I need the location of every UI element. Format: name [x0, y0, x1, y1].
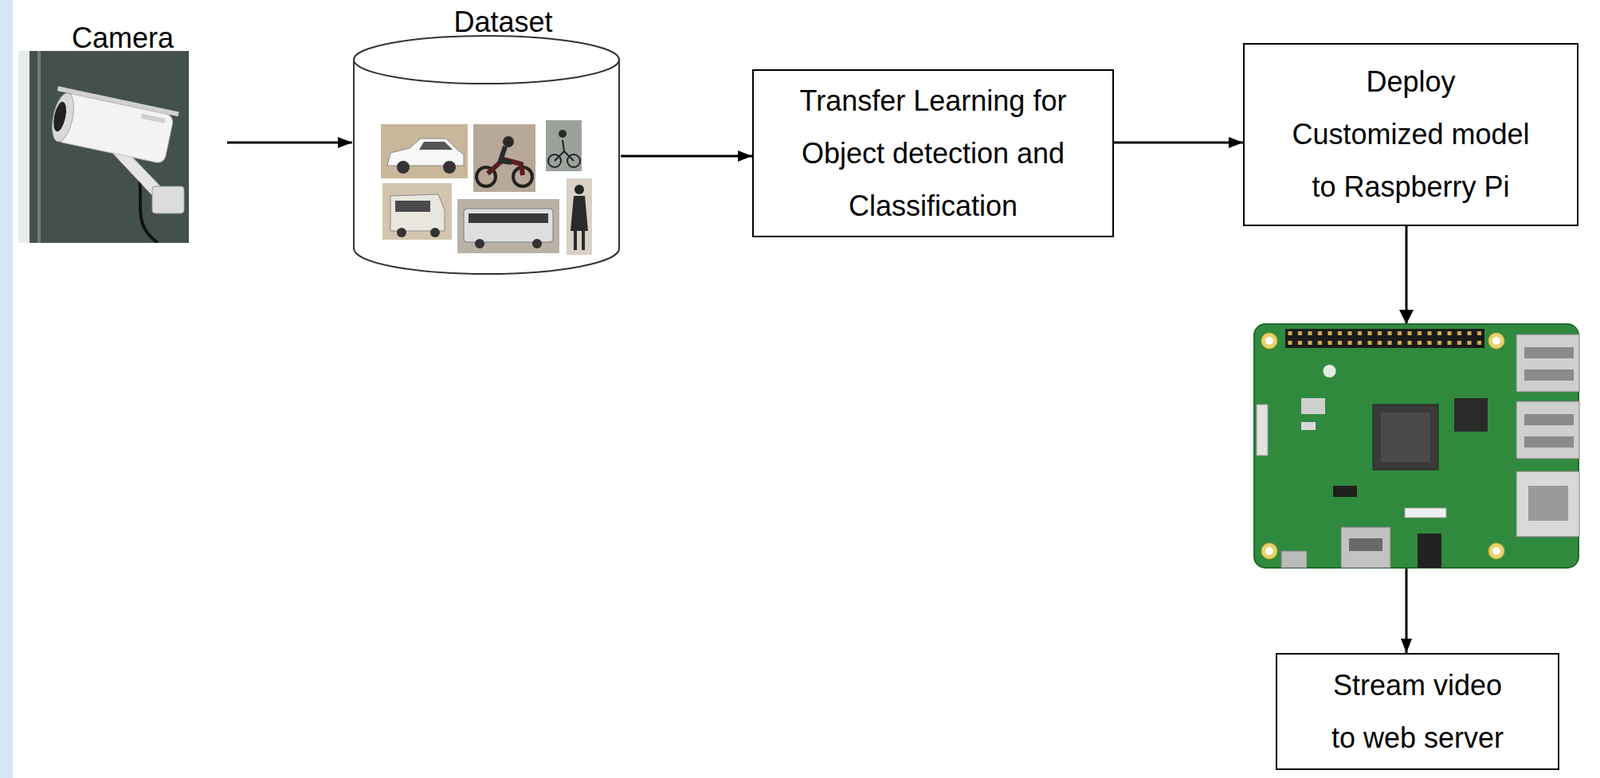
process-box: Deploy Customized model to Raspberry Pi	[1243, 43, 1579, 227]
raspberry-pi-board-part	[1492, 337, 1501, 346]
raspberry-pi-board-part	[1256, 404, 1268, 456]
car-photo-part	[419, 141, 453, 150]
bicycle-photo-part	[545, 120, 582, 172]
raspberry-pi-board-part	[1516, 471, 1580, 538]
pedestrian-photo-part	[575, 231, 584, 251]
motorcycle-photo-part	[500, 146, 512, 163]
raspberry-pi-board-part	[1524, 414, 1574, 426]
arrowhead	[1399, 309, 1414, 325]
raspberry-pi-board-part	[1524, 369, 1574, 381]
motorcycle-photo	[473, 124, 536, 193]
car-photo	[380, 124, 468, 179]
raspberry-pi-board-part	[1301, 398, 1326, 415]
camera-illustration	[18, 50, 189, 244]
box-label: Deploy Customized model to Raspberry Pi	[1289, 55, 1533, 214]
bus-photo-part	[457, 199, 560, 254]
van-photo-part	[395, 200, 431, 212]
bus-photo-part	[474, 239, 485, 249]
raspberry-pi-board-part	[1454, 398, 1488, 432]
database-cylinder-part	[353, 59, 620, 275]
raspberry-pi-board-part	[1524, 436, 1574, 448]
raspberry-pi-board-part	[1261, 543, 1278, 560]
side-band	[0, 0, 13, 778]
side-band-part	[0, 0, 13, 778]
bicycle-photo-part	[554, 140, 574, 161]
database-cylinder-part	[353, 35, 620, 84]
car-photo-part	[443, 160, 456, 174]
raspberry-pi-board-part	[1301, 422, 1316, 431]
camera-illustration-part	[37, 50, 41, 244]
arrow-connector	[620, 155, 753, 158]
camera-illustration-part-part	[48, 91, 78, 145]
raspberry-pi-board	[1253, 302, 1581, 570]
camera-illustration-part	[18, 50, 30, 244]
camera-illustration-part	[152, 186, 185, 214]
camera-illustration-part	[47, 86, 180, 165]
box-label: Stream video to web server	[1324, 659, 1511, 765]
database-cylinder	[352, 31, 621, 279]
raspberry-pi-board-part	[1333, 486, 1357, 498]
van-photo-part	[390, 194, 445, 232]
pedestrian-photo-part	[570, 196, 589, 232]
raspberry-pi-board-part	[1380, 412, 1431, 463]
camera-illustration-part-part	[141, 113, 166, 124]
heading-label: Camera	[71, 22, 174, 55]
raspberry-pi-board-part	[1254, 324, 1579, 569]
motorcycle-photo-part	[502, 136, 514, 148]
raspberry-pi-board-part	[1265, 337, 1274, 346]
raspberry-pi-board-part	[1261, 333, 1278, 350]
camera-node: Camera	[18, 22, 228, 246]
bicycle-photo	[545, 120, 582, 172]
raspberry-pi-board-part	[1349, 538, 1383, 552]
bus-photo-part	[468, 213, 549, 224]
van-photo-part	[396, 227, 407, 238]
car-photo-part	[396, 160, 410, 174]
van-photo-part	[382, 183, 452, 240]
car-photo-part	[380, 124, 468, 179]
pedestrian-photo-part	[566, 178, 593, 255]
pedestrian-photo	[566, 178, 593, 255]
raspberry-pi-board-part	[1524, 347, 1574, 359]
motorcycle-photo-part	[473, 124, 536, 193]
raspberry-pi-board-part	[1285, 329, 1485, 349]
raspberry-pi-board-part	[1281, 551, 1307, 569]
arrow-connector	[1113, 141, 1244, 145]
raspberry-pi-board-part	[1323, 364, 1337, 378]
process-box: Stream video to web server	[1275, 653, 1560, 771]
bicycle-photo-part	[558, 129, 567, 138]
raspberry-pi-board-part	[1488, 333, 1505, 350]
raspberry-pi-board-part	[1516, 401, 1580, 459]
pedestrian-photo-part	[574, 184, 585, 195]
raspberry-pi-board-part	[1488, 543, 1505, 560]
box-label: Transfer Learning for Object detection a…	[781, 74, 1085, 233]
dataset-node: Dataset	[352, 6, 621, 279]
arrow-connector	[227, 141, 353, 145]
raspberry-pi-board-part	[1492, 547, 1501, 556]
bus-photo-part	[463, 208, 553, 243]
raspberry-pi-board-part	[1341, 527, 1391, 569]
raspberry-pi-board-part	[1404, 508, 1447, 518]
bus-photo	[457, 199, 560, 254]
van-photo-part	[430, 227, 440, 238]
bus-photo-part	[532, 239, 542, 249]
raspberry-pi-board-part	[1417, 533, 1442, 569]
van-photo	[382, 183, 452, 240]
heading-label: Dataset	[453, 6, 553, 39]
process-box: Transfer Learning for Object detection a…	[752, 69, 1114, 238]
raspberry-pi-board-part	[1528, 486, 1569, 522]
raspberry-pi-board-part	[1265, 547, 1274, 556]
camera-illustration-part-part	[50, 100, 69, 133]
raspberry-pi-board-part	[1516, 334, 1580, 393]
camera-illustration-part	[18, 50, 189, 244]
raspberry-pi-board-part	[1372, 404, 1439, 471]
